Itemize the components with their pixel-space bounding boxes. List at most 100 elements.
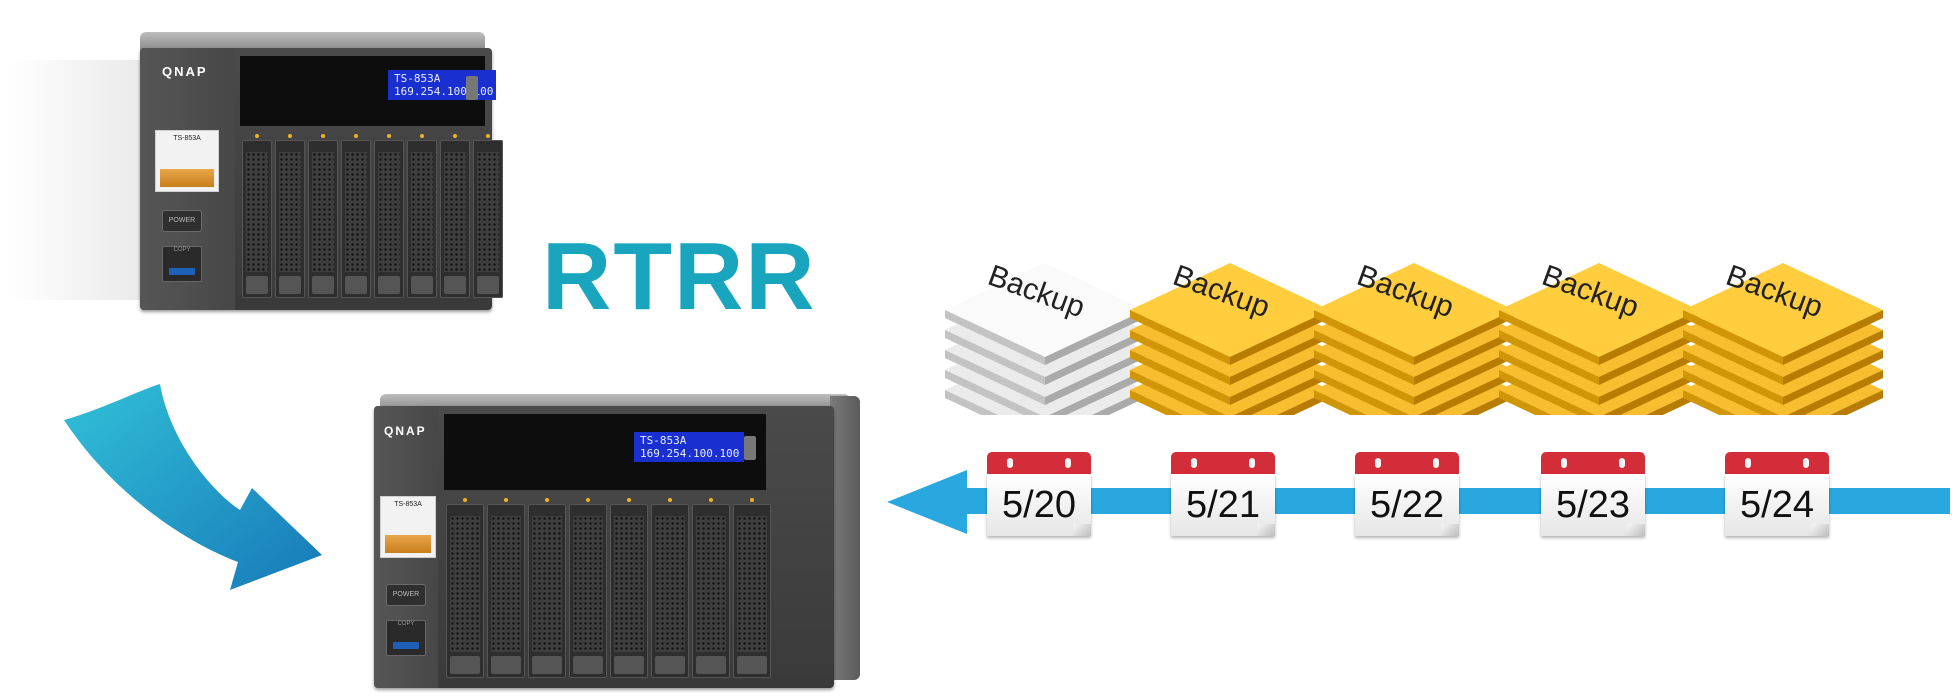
sheet-edge-left (1314, 310, 1414, 365)
date-label: 5/24 (1740, 484, 1814, 526)
usb-copy-port[interactable]: COPY (162, 246, 202, 282)
sheet-edge-right (1234, 370, 1330, 415)
sheet-edge-left (1130, 370, 1226, 415)
sheet-edge-left (1499, 370, 1595, 415)
curved-arrow-icon (64, 384, 322, 590)
sheet-edge-right (1049, 370, 1145, 415)
drive-bay[interactable] (692, 498, 730, 678)
stack-layers-icon (1499, 263, 1699, 415)
front-display-panel: TS-853A 169.254.100.100 (240, 56, 496, 126)
drive-bays (242, 134, 506, 298)
lcd-display: TS-853A 169.254.100.100 (634, 432, 744, 462)
usb-copy-port[interactable]: COPY (386, 620, 426, 656)
sheet-edge-right (1603, 370, 1699, 415)
sheet-edge-left (1314, 350, 1414, 405)
date-label: 5/23 (1556, 484, 1630, 526)
date-label: 5/22 (1370, 484, 1444, 526)
sheet-edge-left (1130, 350, 1230, 405)
sheet-edge-right (1787, 370, 1883, 415)
lcd-line-model: TS-853A (394, 72, 441, 85)
nas-device-target: QNAP TS-853A POWER COPY TS-853A 169.254.… (372, 392, 862, 692)
brand-logo: QNAP (384, 424, 427, 438)
drive-bay[interactable] (651, 498, 689, 678)
date-label: 5/21 (1186, 484, 1260, 526)
sheet-edge-right (1414, 330, 1514, 385)
drive-bay[interactable] (374, 134, 404, 298)
drive-bay[interactable] (610, 498, 648, 678)
sheet-edge-left (1499, 310, 1599, 365)
power-button[interactable]: POWER (386, 584, 426, 606)
drive-bay[interactable] (341, 134, 371, 298)
rtrr-title: RTRR (542, 223, 817, 330)
drive-bay[interactable] (473, 134, 503, 298)
stack-layers-icon (1314, 263, 1514, 415)
sheet-edge-right (1414, 350, 1514, 405)
drive-bay[interactable] (407, 134, 437, 298)
timeline-arrowhead-icon (887, 470, 967, 534)
drive-bay[interactable] (275, 134, 305, 298)
model-sticker: TS-853A (155, 130, 219, 192)
sheet-edge-right (1230, 310, 1330, 365)
drive-bay[interactable] (487, 498, 525, 678)
sheet-edge-right (1045, 330, 1145, 385)
lcd-line-model: TS-853A (640, 434, 687, 447)
sheet-edge-left (1130, 330, 1230, 385)
backup-stack: Backup (1494, 235, 1704, 415)
sheet-edge-right (1783, 310, 1883, 365)
date-label: 5/20 (1002, 484, 1076, 526)
sheet-edge-left (1314, 330, 1414, 385)
sheet-edge-right (1045, 350, 1145, 405)
backup-stack: Backup (940, 235, 1150, 415)
calendar-date: 5/23 (1541, 452, 1645, 536)
sheet-edge-right (1418, 370, 1514, 415)
enter-button[interactable] (466, 76, 478, 100)
sheet-edge-left (1683, 330, 1783, 385)
stack-layers-icon (945, 263, 1145, 415)
sheet-edge-left (1314, 370, 1410, 415)
sheet-edge-left (945, 310, 1045, 365)
sheet-edge-right (1230, 330, 1330, 385)
power-button[interactable]: POWER (162, 210, 202, 232)
sheet-edge-left (1499, 330, 1599, 385)
backup-stack: Backup (1125, 235, 1335, 415)
sheet-edge-left (1130, 310, 1230, 365)
nas-device-source: QNAP TS-853A POWER COPY TS-853A 169.254.… (10, 30, 503, 320)
front-display-panel: TS-853A 169.254.100.100 (444, 414, 766, 490)
drive-bay[interactable] (569, 498, 607, 678)
sheet-edge-left (945, 330, 1045, 385)
sheet-edge-right (1599, 310, 1699, 365)
lcd-line-ip: 169.254.100.100 (640, 447, 740, 460)
lcd-display: TS-853A 169.254.100.100 (388, 70, 496, 100)
model-sticker: TS-853A (380, 496, 436, 558)
sheet-edge-left (1683, 310, 1783, 365)
drive-bay[interactable] (528, 498, 566, 678)
drive-bay[interactable] (446, 498, 484, 678)
sheet-edge-right (1599, 350, 1699, 405)
sheet-edge-right (1230, 350, 1330, 405)
stack-layers-icon (1130, 263, 1330, 415)
usb-copy-label: COPY (397, 621, 415, 627)
drive-bays (446, 498, 774, 678)
sheet-edge-right (1599, 330, 1699, 385)
brand-logo: QNAP (162, 64, 208, 79)
sheet-edge-right (1414, 310, 1514, 365)
usb-copy-label: COPY (173, 247, 191, 253)
sheet-edge-left (945, 350, 1045, 405)
sheet-edge-right (1045, 310, 1145, 365)
backup-stack: Backup (1309, 235, 1519, 415)
sheet-edge-left (1499, 350, 1599, 405)
calendar-date: 5/24 (1725, 452, 1829, 536)
backup-stack: Backup (1678, 235, 1888, 415)
enter-button[interactable] (744, 436, 756, 460)
drive-bay[interactable] (440, 134, 470, 298)
sheet-edge-right (1783, 350, 1883, 405)
sheet-edge-left (1683, 370, 1779, 415)
stack-layers-icon (1683, 263, 1883, 415)
sheet-edge-right (1783, 330, 1883, 385)
drive-bay[interactable] (242, 134, 272, 298)
calendar-date: 5/20 (987, 452, 1091, 536)
drive-bay[interactable] (733, 498, 771, 678)
drive-bay[interactable] (308, 134, 338, 298)
calendar-date: 5/22 (1355, 452, 1459, 536)
sheet-edge-left (1683, 350, 1783, 405)
